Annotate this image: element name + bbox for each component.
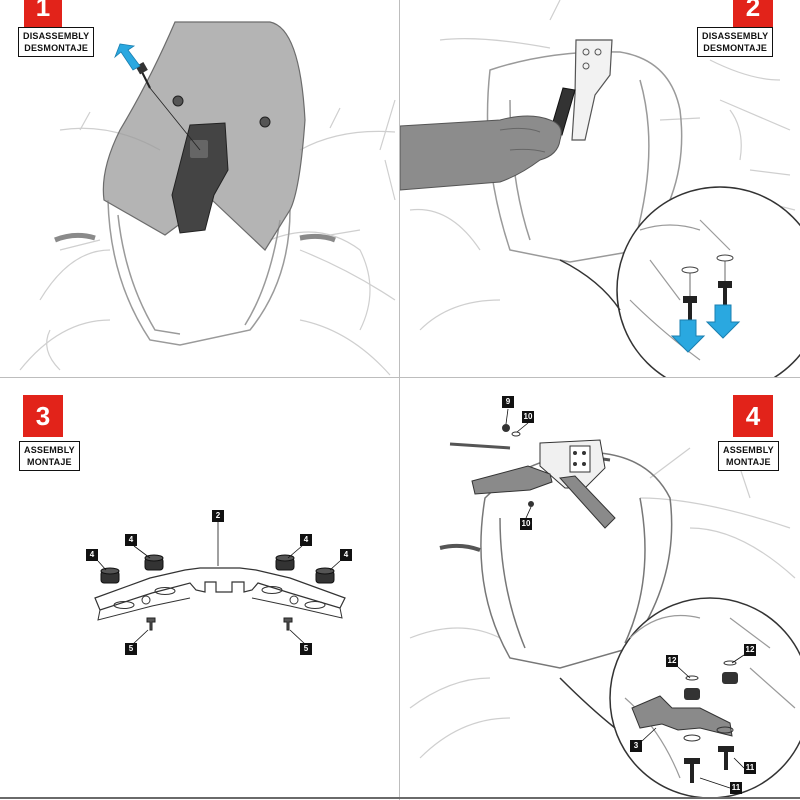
step-2-label: DISASSEMBLY DESMONTAJE: [697, 27, 774, 57]
callout-part-3: 3: [630, 740, 642, 752]
step-4-label: ASSEMBLY MONTAJE: [718, 441, 779, 471]
callout-part-4: 4: [340, 549, 352, 561]
step-3-illustration: [94, 522, 346, 646]
step-2-panel: 2 DISASSEMBLY DESMONTAJE: [400, 0, 800, 377]
callout-part-10: 10: [522, 411, 534, 423]
step-1-label-es: DESMONTAJE: [24, 43, 89, 53]
step-4-illustration: [409, 408, 800, 797]
step-2-label-es: DESMONTAJE: [703, 43, 768, 53]
callout-part-11: 11: [730, 782, 742, 794]
step-3-label-en: ASSEMBLY: [24, 445, 75, 455]
horizontal-divider: [0, 377, 800, 378]
callout-part-2: 2: [212, 510, 224, 522]
step-1-panel: 1 DISASSEMBLY DESMONTAJE: [0, 0, 399, 377]
callout-part-4: 4: [300, 534, 312, 546]
step-4-label-en: ASSEMBLY: [723, 445, 774, 455]
callout-part-4: 4: [86, 549, 98, 561]
step-2-illustration: [400, 0, 800, 377]
callout-part-5: 5: [300, 643, 312, 655]
callout-part-12: 12: [666, 655, 678, 667]
bottom-rule: [0, 797, 800, 799]
step-3-number: 3: [23, 395, 63, 437]
step-3-panel: 3 ASSEMBLY MONTAJE 2 4 4 4 4 5 5: [0, 378, 399, 797]
callout-part-11: 11: [744, 762, 756, 774]
callout-part-12: 12: [744, 644, 756, 656]
step-4-panel: 4 ASSEMBLY MONTAJE 9 10 10 12 12 3 11 11: [400, 378, 800, 797]
step-4-label-es: MONTAJE: [726, 457, 771, 467]
step-3-label: ASSEMBLY MONTAJE: [19, 441, 80, 471]
step-1-label: DISASSEMBLY DESMONTAJE: [18, 27, 95, 57]
callout-part-10: 10: [520, 518, 532, 530]
vertical-divider: [399, 0, 400, 800]
step-3-label-es: MONTAJE: [27, 457, 72, 467]
step-1-illustration: [19, 21, 396, 376]
step-4-number: 4: [733, 395, 773, 437]
callout-part-4: 4: [125, 534, 137, 546]
callout-part-5: 5: [125, 643, 137, 655]
callout-part-9: 9: [502, 396, 514, 408]
step-1-number: 1: [24, 0, 62, 28]
step-1-label-en: DISASSEMBLY: [23, 31, 90, 41]
step-2-number: 2: [733, 0, 773, 28]
step-2-label-en: DISASSEMBLY: [702, 31, 769, 41]
